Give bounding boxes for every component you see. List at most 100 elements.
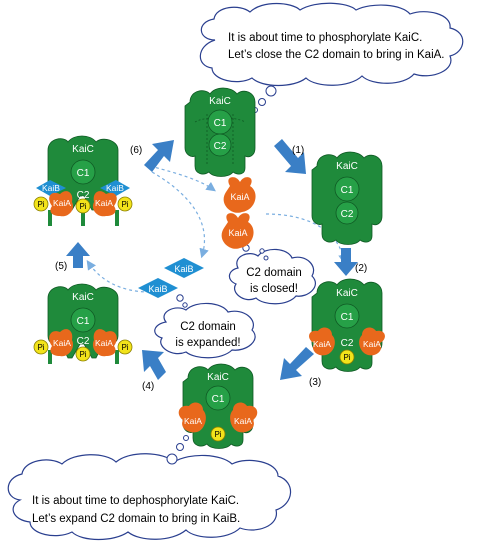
step-arrows: [66, 139, 358, 380]
phosphate: [210, 426, 226, 442]
kaia-protein: [309, 327, 335, 356]
c1-domain: [334, 176, 360, 202]
thought-cloud-top: It is about time to phosphorylate KaiC. …: [199, 2, 464, 113]
kaib-protein: [100, 180, 130, 196]
pi-label: Pi: [121, 343, 128, 352]
kaia-label: KaiA: [53, 338, 71, 348]
kaia-protein: [49, 329, 74, 357]
kaic-label: KaiC: [207, 372, 229, 383]
kaia-label: KaiA: [95, 198, 113, 208]
phosphate: [117, 339, 133, 355]
pi-label: Pi: [37, 343, 44, 352]
kaic-leg: [115, 210, 119, 226]
step-label-3: (3): [309, 377, 321, 388]
pi-label: Pi: [214, 430, 221, 439]
c2-label: C2: [214, 141, 227, 152]
c2-label: C2: [77, 336, 90, 347]
kaia-protein: [92, 191, 117, 217]
kaib-label: KaiB: [106, 183, 124, 193]
c1-domain: [70, 307, 96, 333]
c1-label: C1: [212, 394, 225, 405]
kaic-leg: [48, 350, 52, 364]
kaia-label: KaiA: [228, 228, 247, 238]
thought-dot: [183, 435, 189, 441]
pi-label: Pi: [37, 200, 44, 209]
kaib-protein: [36, 180, 66, 196]
c1-label: C1: [341, 185, 354, 196]
kaic-label: KaiC: [72, 292, 94, 303]
phosphate: [75, 346, 91, 362]
step-arrow-1: [274, 139, 306, 174]
pi-label: Pi: [79, 202, 86, 211]
phosphate: [339, 349, 355, 365]
step-arrow-6: [144, 140, 174, 172]
bubble-closed-line2: is closed!: [250, 283, 298, 295]
kaic-hexamer-right-lower: KaiC C1 C2 KaiA KaiA Pi: [309, 278, 385, 372]
phosphate: [117, 196, 133, 212]
kaic-hexamer-right-upper: KaiC C1 C2: [311, 151, 383, 245]
c2-label: C2: [77, 190, 90, 201]
kaia-label: KaiA: [234, 416, 252, 426]
bubble-dot: [176, 294, 184, 302]
c2-domain: [208, 133, 232, 157]
pi-label: Pi: [79, 350, 86, 359]
step-arrow-4: [142, 350, 166, 380]
step-label-2: (2): [355, 263, 367, 274]
step-arrow-5: [66, 242, 90, 268]
step-label-5: (5): [55, 261, 67, 272]
kaic-hexamer-top: KaiC C1 C2: [184, 87, 256, 177]
c2-domain: [335, 201, 359, 225]
c2-label: C2: [341, 338, 354, 349]
pi-label: Pi: [121, 200, 128, 209]
step-label-6: (6): [130, 145, 142, 156]
c1-domain: [205, 385, 231, 411]
kaia-protein: [49, 191, 74, 217]
step-label-1: (1): [292, 145, 304, 156]
kaib-label: KaiB: [174, 264, 193, 274]
step-labels: (1) (2) (3) (4) (5) (6): [55, 145, 367, 392]
bubble-c2-closed: C2 domain is closed!: [228, 244, 316, 305]
bubble-dot: [182, 302, 188, 308]
kaia-protein: [359, 327, 385, 356]
kaia-protein: [92, 329, 117, 357]
thought-dot: [166, 453, 178, 465]
c1-label: C1: [77, 316, 90, 327]
kaic-leg: [48, 210, 52, 226]
step-arrow-3: [280, 347, 314, 380]
kaic-leg: [115, 350, 119, 364]
free-kaib-1: KaiB: [164, 258, 204, 278]
c1-domain: [334, 303, 360, 329]
bubble-dot: [259, 248, 265, 254]
step-label-4: (4): [142, 381, 154, 392]
thought-cloud-bottom: It is about time to dephosphorylate KaiC…: [7, 435, 292, 541]
kaic-hexamer-left-upper: KaiC C1 C2 KaiB KaiB KaiA KaiA Pi Pi Pi: [33, 135, 133, 226]
c1-label: C1: [214, 118, 227, 129]
kaic-hexamer-bottom: KaiC C1 KaiA KaiA Pi: [178, 363, 258, 449]
free-kaia-1: KaiA: [223, 177, 256, 213]
c1-label: C1: [77, 168, 90, 179]
thought-dot: [176, 443, 184, 451]
kaia-label: KaiA: [95, 338, 113, 348]
dotted-path: [149, 165, 216, 192]
kaia-label: KaiA: [313, 339, 331, 349]
phosphate: [75, 198, 91, 214]
kaia-label: KaiA: [230, 192, 249, 202]
kaia-label: KaiA: [53, 198, 71, 208]
kaia-protein: [230, 402, 258, 433]
thought-dot: [265, 85, 277, 97]
kaib-label: KaiB: [148, 284, 167, 294]
bubble-closed-line1: C2 domain: [246, 267, 302, 279]
kaia-label: KaiA: [363, 339, 381, 349]
dotted-path: [86, 260, 151, 293]
free-kaib-2: KaiB: [138, 278, 178, 298]
thought-top-line2: Let’s close the C2 domain to bring in Ka…: [228, 49, 445, 61]
c1-label: C1: [341, 312, 354, 323]
bubble-c2-expanded: C2 domain is expanded!: [154, 294, 256, 359]
pi-label: Pi: [343, 353, 350, 362]
thought-top-line1: It is about time to phosphorylate KaiC.: [228, 32, 422, 44]
kaia-protein: [178, 402, 206, 433]
c2-label: C2: [341, 209, 354, 220]
bubble-dot: [263, 255, 269, 261]
kaic-label: KaiC: [72, 144, 94, 155]
kaic-label: KaiC: [336, 161, 358, 172]
